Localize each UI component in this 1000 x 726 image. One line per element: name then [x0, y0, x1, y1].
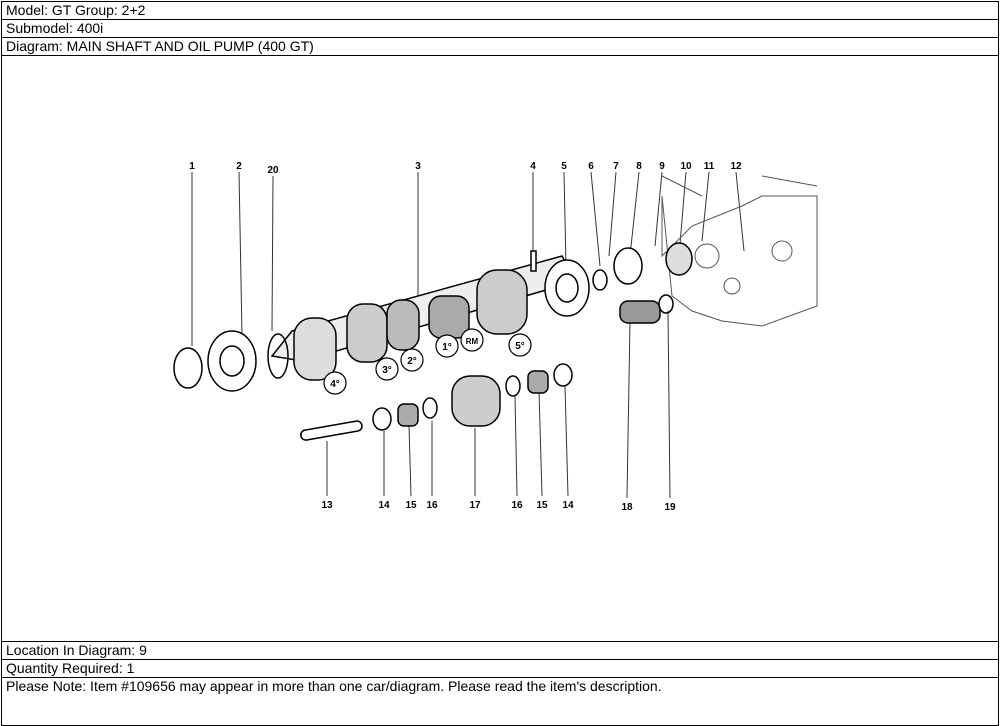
- part-2-bearing-inner: [219, 345, 245, 377]
- callout-14b: 14: [562, 500, 574, 511]
- gear-label-circle-2: [400, 348, 424, 372]
- leader-line-2: [238, 171, 243, 337]
- callout-6: 6: [588, 161, 594, 172]
- leader-line-10: [678, 171, 687, 257]
- part-4-pin: [530, 250, 537, 272]
- gear-label-1: 1°: [442, 342, 452, 353]
- callout-12: 12: [730, 161, 742, 172]
- exploded-parts-diagram: 4° 3° 2° 1° RM 5° 1 2 20 3 4 5 6 7 8 9 1…: [2, 56, 998, 642]
- leader-line-20: [271, 175, 274, 332]
- callout-14a: 14: [378, 500, 390, 511]
- callout-3: 3: [415, 161, 421, 172]
- gear-label-2: 2°: [407, 356, 417, 367]
- part-13-shaft: [300, 420, 363, 441]
- gear-5th: [476, 269, 528, 335]
- gear-label-circle-1: [435, 334, 459, 358]
- location-row: Location In Diagram: 9: [2, 642, 998, 660]
- part-17-gear: [451, 375, 501, 427]
- callout-20: 20: [267, 165, 279, 176]
- part-10-pump-gear: [665, 242, 693, 276]
- part-16-circlip-a: [422, 397, 438, 419]
- gear-3rd: [346, 303, 388, 363]
- part-18-needle-bearing: [619, 300, 661, 324]
- gear-label-4: 4°: [330, 379, 340, 390]
- callout-16a: 16: [426, 500, 438, 511]
- part-15-needle-bearing-a: [397, 403, 419, 427]
- model-row: Model: GT Group: 2+2: [2, 2, 998, 20]
- note-row: Please Note: Item #109656 may appear in …: [6, 678, 662, 694]
- callout-10: 10: [680, 161, 692, 172]
- leader-line-14b: [564, 385, 569, 497]
- part-14-washer-a: [372, 407, 392, 431]
- callout-15a: 15: [405, 500, 417, 511]
- callout-16b: 16: [511, 500, 523, 511]
- callout-9: 9: [659, 161, 665, 172]
- callout-15b: 15: [536, 500, 548, 511]
- part-14-washer-b: [553, 363, 573, 387]
- part-19-ring: [658, 294, 674, 314]
- callout-19: 19: [664, 502, 676, 513]
- gear-label-rm: RM: [466, 337, 479, 346]
- callout-1: 1: [189, 161, 195, 172]
- callout-11: 11: [704, 161, 715, 172]
- part-20-circlip: [267, 333, 289, 379]
- leader-line-8: [629, 171, 640, 257]
- part-8-pump: [613, 247, 643, 285]
- callout-13: 13: [321, 500, 333, 511]
- part-5-bearing-inner: [555, 273, 579, 303]
- callout-18: 18: [621, 502, 633, 513]
- gearbox-housing: [661, 175, 818, 327]
- diagram-title-row: Diagram: MAIN SHAFT AND OIL PUMP (400 GT…: [2, 38, 998, 56]
- leader-line-15a: [408, 425, 412, 497]
- diagram-drawing: 4° 3° 2° 1° RM 5° 1 2 20 3 4 5 6 7 8 9 1…: [173, 161, 818, 513]
- leader-line-19: [667, 310, 671, 499]
- leader-line-7: [608, 171, 617, 257]
- callout-5: 5: [561, 161, 567, 172]
- part-6-circlip: [592, 269, 608, 291]
- gear-label-3: 3°: [382, 365, 392, 376]
- leader-line-16b: [514, 395, 518, 497]
- leader-line-5: [563, 171, 567, 267]
- callout-4: 4: [530, 161, 536, 172]
- gear-label-circle-5: [508, 333, 532, 357]
- leader-line-15b: [538, 390, 543, 497]
- quantity-row: Quantity Required: 1: [2, 660, 998, 678]
- callout-7: 7: [613, 161, 619, 172]
- gear-label-circle-3: [375, 357, 399, 381]
- gear-2nd: [386, 299, 420, 351]
- callout-2: 2: [236, 161, 242, 172]
- leader-line-18: [626, 320, 631, 499]
- leader-line-12: [735, 171, 745, 252]
- callout-8: 8: [636, 161, 642, 172]
- callout-17: 17: [469, 500, 481, 511]
- part-16-circlip-b: [505, 375, 521, 397]
- submodel-row: Submodel: 400i: [2, 20, 998, 38]
- part-1-nut: [173, 347, 203, 389]
- gear-label-5: 5°: [515, 341, 525, 352]
- gear-1st: [428, 295, 470, 339]
- gear-4th: [293, 317, 337, 381]
- leader-line-11: [701, 171, 710, 242]
- leader-line-6: [590, 171, 601, 267]
- gear-label-circle-4: [323, 371, 347, 395]
- leader-line-9: [654, 171, 663, 247]
- main-shaft-assembly: [270, 255, 579, 381]
- gear-label-circle-rm: [460, 328, 484, 352]
- part-15-needle-bearing-b: [527, 370, 549, 394]
